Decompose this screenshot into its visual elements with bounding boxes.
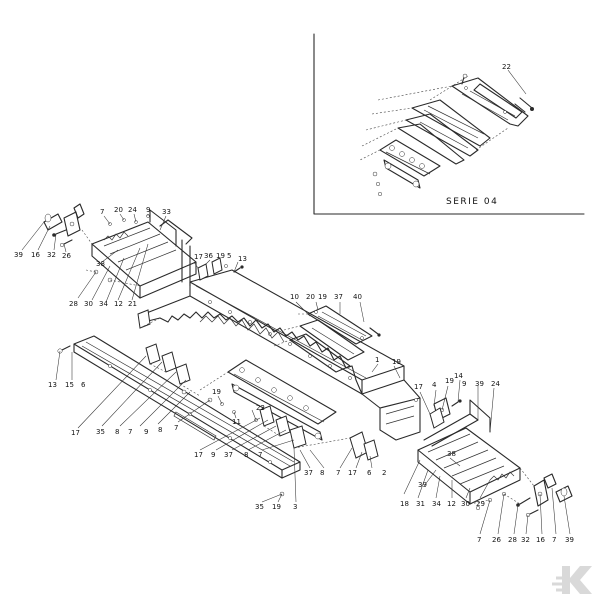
inset-label: SERIE 04 (446, 197, 498, 207)
callout-19b: 19 (318, 293, 327, 301)
callout-9: 9 (146, 206, 150, 214)
inset-panel: 22 SERIE 04 (313, 33, 585, 215)
callout-15: 15 (65, 381, 74, 389)
callout-21: 21 (128, 300, 137, 308)
callout-13b: 13 (48, 381, 57, 389)
inset-callout: 22 (502, 63, 511, 71)
callout-28: 28 (69, 300, 78, 308)
guard-rail (57, 335, 301, 479)
callout-13: 13 (238, 255, 247, 263)
callout-39: 39 (14, 251, 23, 259)
callout-7d: 7 (258, 451, 262, 459)
callout-17: 17 (194, 253, 203, 261)
callout-9d: 9 (462, 380, 466, 388)
callout-40: 40 (353, 293, 362, 301)
callout-20b: 20 (306, 293, 315, 301)
callout-37c: 37 (304, 469, 313, 477)
callout-4: 4 (432, 381, 437, 389)
callout-37: 37 (334, 293, 343, 301)
callout-7e: 7 (336, 469, 340, 477)
callout-19f: 19 (445, 377, 454, 385)
callout-38: 38 (96, 260, 105, 268)
inset-frame (313, 33, 585, 215)
callout-24b: 24 (491, 380, 500, 388)
k-logo-icon (562, 566, 592, 594)
callout-19c: 19 (392, 358, 401, 366)
inset-assembly (359, 69, 534, 197)
callout-39b: 39 (475, 380, 484, 388)
callout-labels: 39 16 32 26 28 30 34 12 21 7 20 24 38 9 … (14, 206, 574, 544)
callout-2: 2 (382, 469, 386, 477)
callout-7f: 7 (477, 536, 481, 544)
callout-14: 14 (454, 372, 463, 380)
callout-7b: 7 (128, 428, 132, 436)
right-end-assembly (414, 397, 573, 518)
callout-22: 22 (256, 404, 265, 412)
callout-7c: 7 (174, 424, 178, 432)
main-frame (143, 269, 421, 441)
callout-7g: 7 (552, 536, 556, 544)
callout-26b: 26 (492, 536, 501, 544)
callout-39c: 39 (418, 481, 427, 489)
callout-8b: 8 (158, 426, 162, 434)
callout-7: 7 (100, 208, 104, 216)
callout-34: 34 (99, 300, 108, 308)
callout-26: 26 (62, 252, 71, 260)
callout-39d: 39 (565, 536, 574, 544)
callout-31: 31 (416, 500, 425, 508)
callout-11: 11 (232, 418, 241, 426)
callout-32b: 32 (521, 536, 530, 544)
callout-6: 6 (81, 381, 86, 389)
callout-32: 32 (47, 251, 56, 259)
callout-12: 12 (114, 300, 123, 308)
callout-30: 30 (84, 300, 93, 308)
callout-8: 8 (115, 428, 119, 436)
brand-logo-watermark (552, 566, 592, 594)
knuckle-bar (227, 359, 337, 441)
callout-16: 16 (31, 251, 40, 259)
callout-38b: 38 (447, 450, 456, 458)
clamp-plates (137, 309, 379, 497)
callout-19: 19 (216, 252, 225, 260)
callout-37b: 37 (224, 451, 233, 459)
callout-17b: 17 (71, 429, 80, 437)
callout-35: 35 (96, 428, 105, 436)
center-plates (273, 305, 381, 373)
callout-19e: 19 (272, 503, 281, 511)
callout-3: 3 (293, 503, 297, 511)
callout-9b: 9 (144, 428, 148, 436)
callout-35b: 35 (255, 503, 264, 511)
callout-24: 24 (128, 206, 137, 214)
callout-17c: 17 (194, 451, 203, 459)
callout-33: 33 (162, 208, 171, 216)
callout-29: 29 (476, 500, 485, 508)
callout-18: 18 (400, 500, 409, 508)
callout-36: 36 (204, 252, 213, 260)
callout-19d: 19 (212, 388, 221, 396)
callout-17d: 17 (348, 469, 357, 477)
leader-lines (21, 213, 571, 535)
callout-1: 1 (375, 356, 379, 364)
callout-5: 5 (227, 252, 231, 260)
callout-12b: 12 (447, 500, 456, 508)
callout-16b: 16 (536, 536, 545, 544)
callout-8c: 8 (244, 451, 248, 459)
callout-20: 20 (114, 206, 123, 214)
callout-6b: 6 (367, 469, 372, 477)
callout-10: 10 (290, 293, 299, 301)
callout-30b: 30 (461, 500, 470, 508)
callout-34b: 34 (432, 500, 441, 508)
callout-28b: 28 (508, 536, 517, 544)
callout-9c: 9 (211, 451, 215, 459)
left-end-assembly (43, 203, 244, 299)
callout-8d: 8 (320, 469, 324, 477)
callout-17e: 17 (414, 383, 423, 391)
